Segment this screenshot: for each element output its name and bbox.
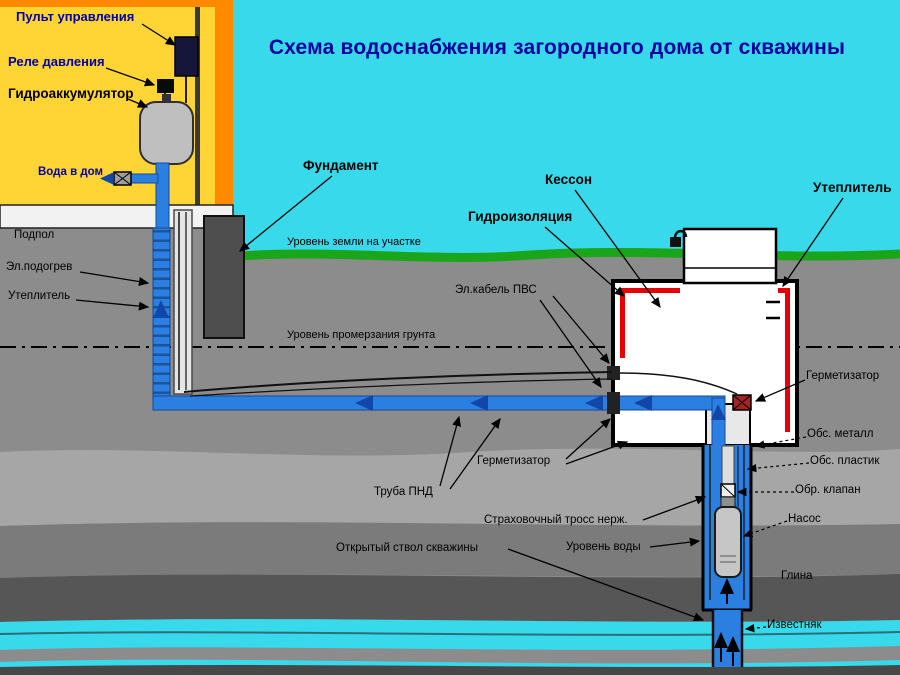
aquifer-bottom-band [0,665,900,675]
leader-insulation-left [75,299,150,311]
leader-safety-cable [642,495,707,521]
house-valve [113,171,132,186]
wall-seal-pipe [607,392,620,414]
label-casing-plastic: Обс. пластик [810,455,880,467]
label-water-to-house: Вода в дом [38,166,104,178]
label-water-level: Уровень воды [566,541,641,553]
riser-pipe [155,162,170,229]
leader-insulation-right [782,197,844,288]
leader-caisson [574,189,661,309]
label-ground-level: Уровень земли на участке [287,236,421,248]
tank-fitting [162,94,171,103]
wellhead-seal [732,394,752,411]
label-foundation: Фундамент [303,158,379,173]
house-right-trim [215,0,233,205]
well [701,445,753,667]
leader-pipe-hdpe-2 [449,417,501,490]
hydroaccumulator-tank [139,101,194,165]
label-frost-level: Уровень промерзания грунта [287,329,436,341]
label-control-panel: Пульт управления [16,9,135,24]
control-panel-box [174,36,199,77]
soil-light-band [0,448,900,526]
leader-water-level [649,537,701,548]
caisson-lid [670,227,778,285]
open-borehole-column [714,610,741,667]
flow-arrow-into-house [100,172,113,185]
cable-conduit [173,209,193,395]
leader-foundation [238,175,333,252]
leader-open-borehole [507,548,705,622]
label-safety-cable: Страховочный тросс нерж. [484,514,628,526]
label-sealer-right: Герметизатор [806,370,880,382]
house-feed-pipe [130,173,159,184]
lid-vent-pipe [673,229,688,239]
foundation-block [203,215,245,339]
leader-electric-cable-1 [552,295,610,364]
house-top-trim [0,0,233,7]
label-waterproofing: Гидроизоляция [468,209,573,224]
leader-pump [742,520,788,538]
leader-electric-heating [79,271,150,287]
label-pump: Насос [788,513,821,525]
flow-arrows [153,300,726,420]
label-casing-metal: Обс. металл [807,428,874,440]
leader-pressure-relay [105,67,156,87]
inflow-arrows [714,578,740,666]
soil-mid-band [0,522,900,578]
label-pipe-hdpe: Труба ПНД [374,486,433,498]
leader-control-panel [141,23,177,46]
leader-lines [75,23,844,622]
label-open-borehole: Открытый ствол скважины [336,542,478,554]
wall-seal-cable [607,366,620,380]
house-corner-post [195,7,200,205]
lid-vent [670,237,681,247]
label-caisson: Кессон [545,172,592,187]
label-check-valve: Обр. клапан [795,484,861,496]
check-valve-part [720,483,736,498]
aquifer-gray-ribbon [0,646,900,664]
underfloor-space [0,204,234,229]
label-limestone: Известняк [767,619,822,631]
leader-sealer-left-2 [565,440,629,465]
label-insulation-right: Утеплитель [813,180,892,195]
leader-lines-dashed [736,436,810,633]
label-insulation-left: Утеплитель [8,290,71,302]
leader-pipe-hdpe-1 [439,415,461,487]
label-sealer-left: Герметизатор [477,455,551,467]
label-electric-heating: Эл.подогрев [6,261,73,273]
leader-sealer-right [754,379,806,402]
leader-sealer-left-1 [565,418,611,460]
label-electric-cable: Эл.кабель ПВС [455,284,537,296]
cable-in-caisson [619,372,738,395]
power-cable-2 [189,378,613,397]
leader-hydroaccumulator [127,98,149,108]
caisson-insulation [620,288,790,432]
label-pressure-relay: Реле давления [8,54,105,69]
leader-electric-cable-2 [539,299,602,389]
well-pump [714,506,742,578]
pressure-relay-box [157,79,174,93]
label-hydroaccumulator: Гидроаккумулятор [8,86,134,101]
label-underfloor: Подпол [14,229,55,241]
house-wall [0,0,233,205]
aquifer-wave-line [0,631,900,636]
leader-casing-metal [754,436,807,449]
power-cable [183,371,613,393]
pump-outlet-pipe [721,445,735,485]
house [0,0,234,229]
leader-waterproofing [544,226,625,297]
grass-line [225,247,900,262]
label-clay: Глина [781,570,813,582]
soil-clay-band [0,574,900,622]
page-title: Схема водоснабжения загородного дома от … [268,36,846,59]
leader-casing-plastic [746,462,810,473]
pump-head [720,496,736,508]
